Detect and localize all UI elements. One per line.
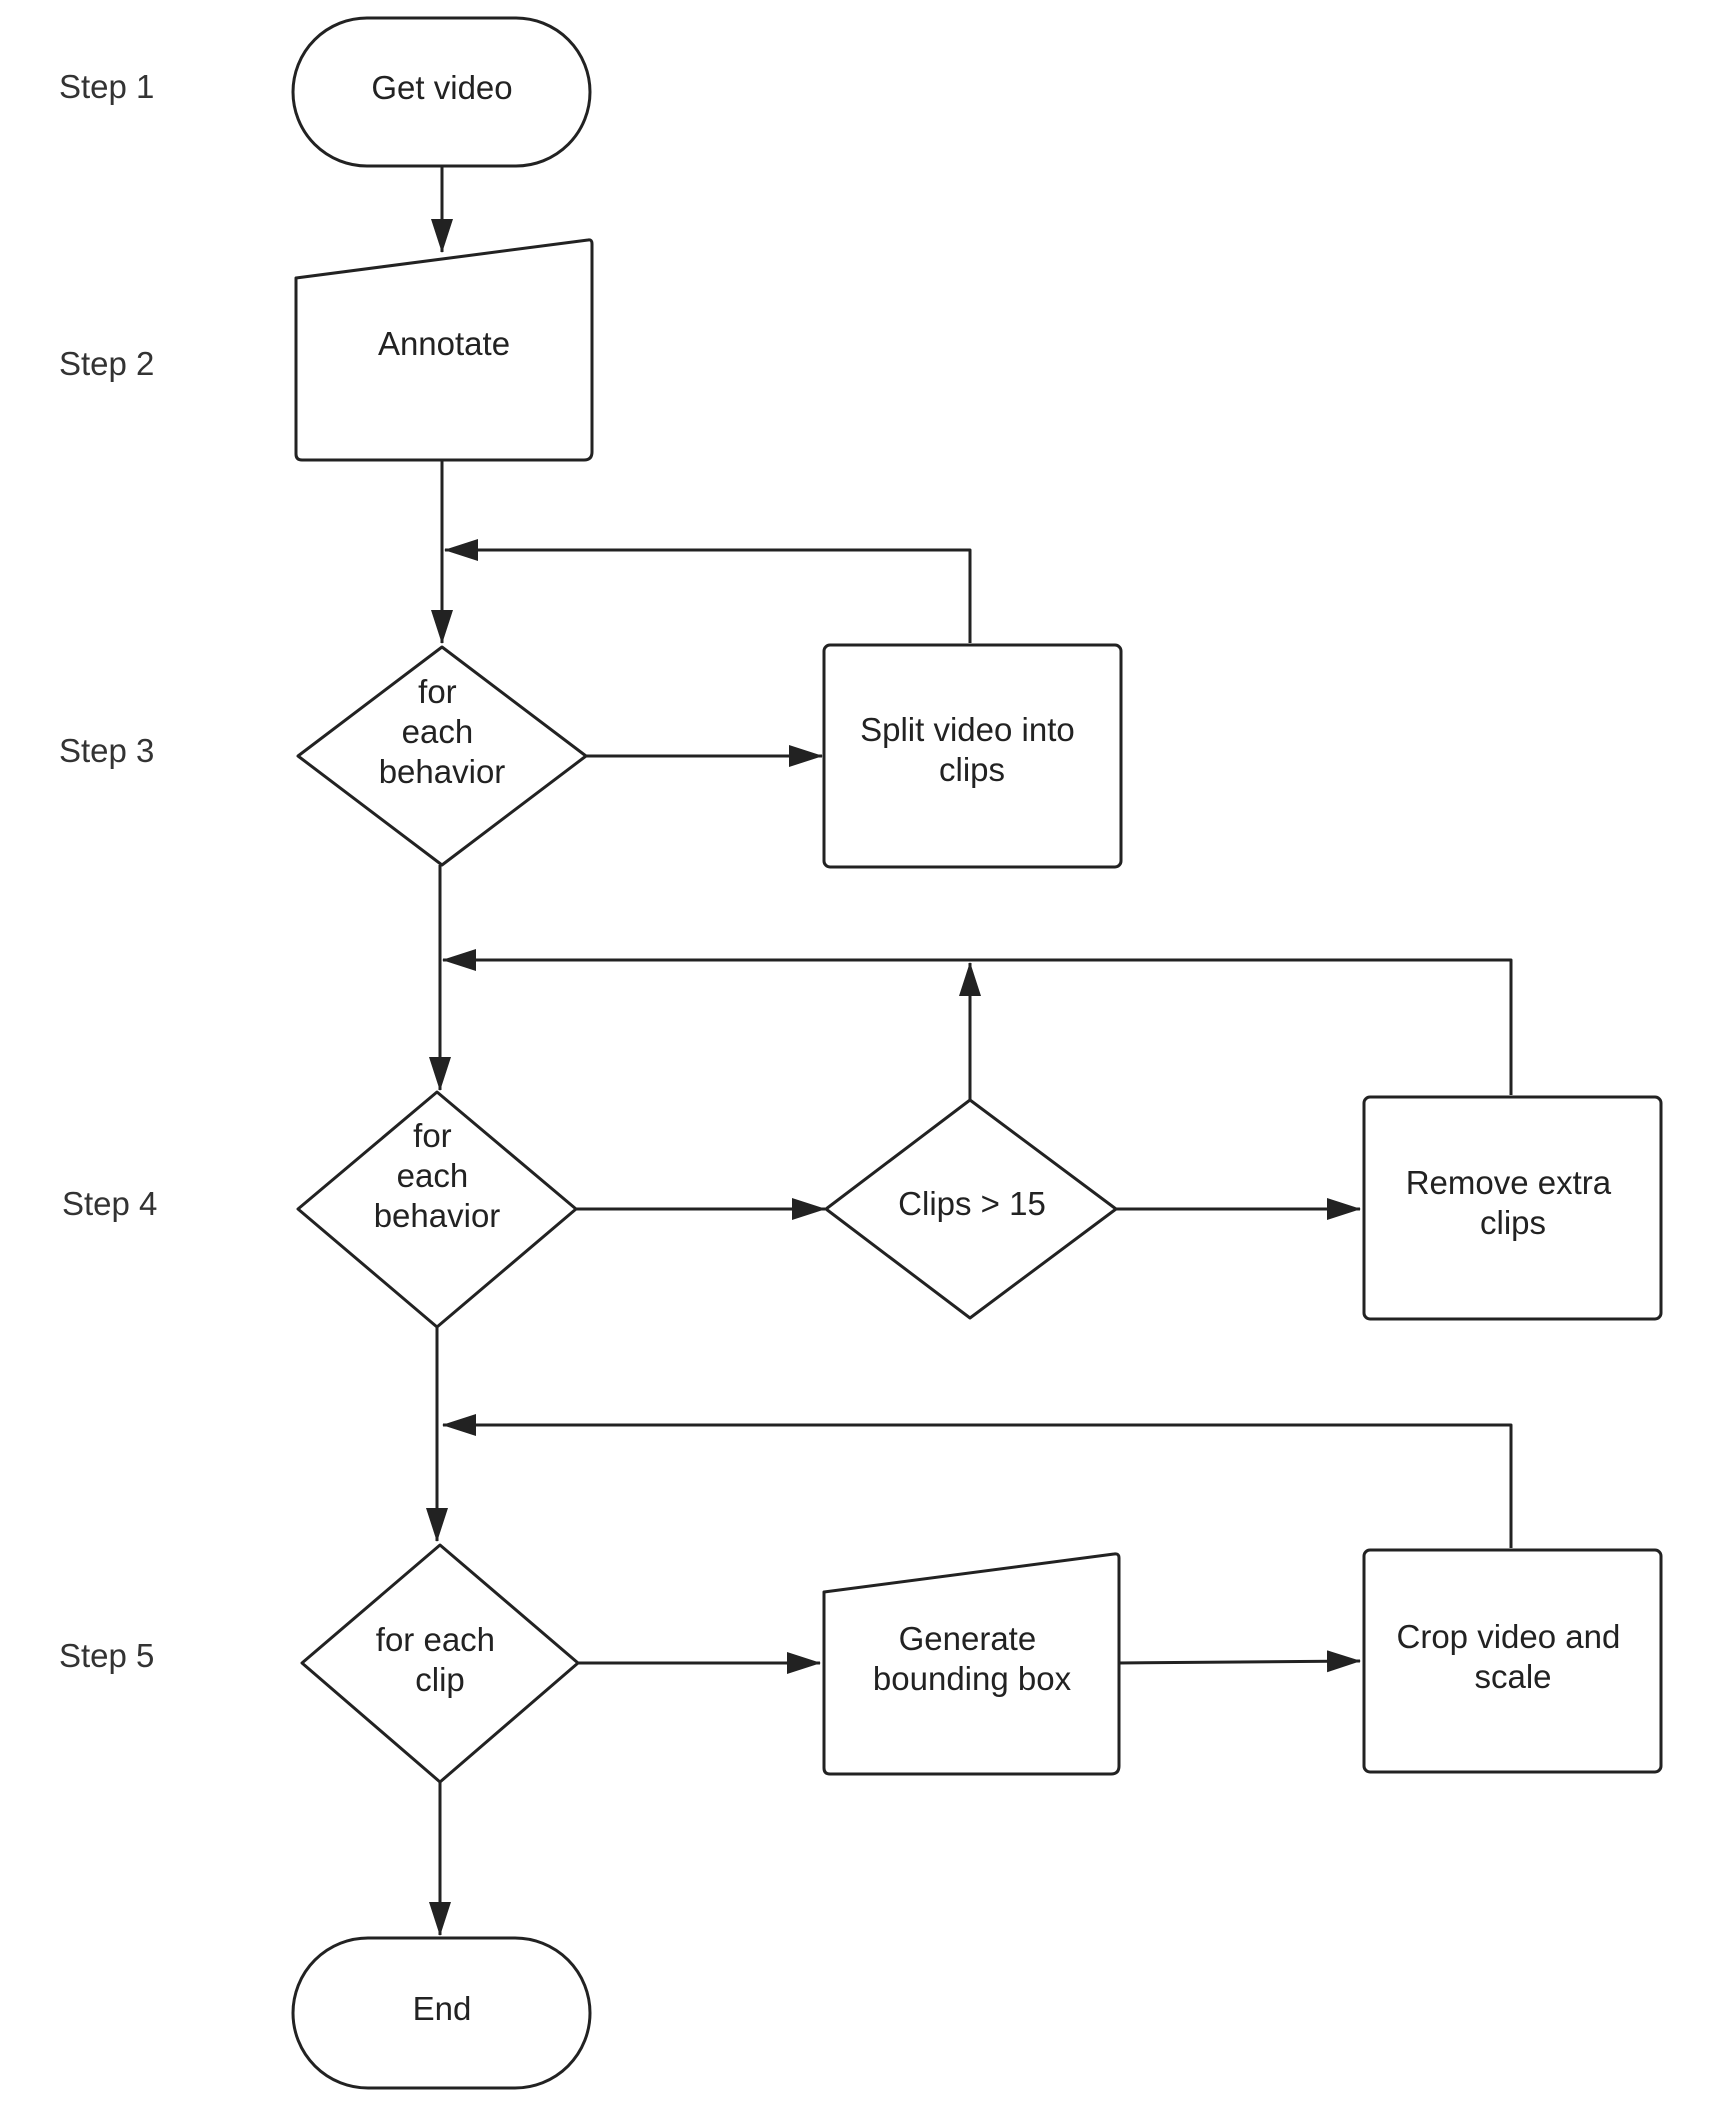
node-loop-clip-label: for each clip: [376, 1621, 504, 1698]
node-annotate-label: Annotate: [378, 325, 510, 362]
arrow-split-back-to-loop-1: [444, 539, 972, 643]
node-loop-behavior-1: for each behavior: [296, 645, 588, 867]
node-bounding-box: Generate bounding box: [822, 1552, 1121, 1776]
node-bounding-box-label: Generate bounding box: [873, 1620, 1072, 1697]
step-3-label: Step 3: [59, 732, 154, 769]
node-loop-clip: for each clip: [300, 1543, 580, 1784]
step-4-label: Step 4: [62, 1185, 157, 1222]
node-clips-check: Clips > 15: [824, 1098, 1118, 1320]
node-get-video: Get video: [291, 16, 592, 168]
node-loop-behavior-1-label: for each behavior: [379, 673, 506, 790]
step-2-label: Step 2: [59, 345, 154, 382]
node-get-video-label: Get video: [371, 69, 512, 106]
node-crop-video: Crop video and scale: [1362, 1548, 1663, 1774]
arrow-remove-back-to-loop-2: [442, 949, 1513, 1095]
node-clips-check-label: Clips > 15: [898, 1185, 1046, 1222]
connectors: [426, 166, 1513, 1936]
node-crop-video-label: Crop video and scale: [1397, 1618, 1630, 1695]
arrow-bounding-box-to-crop: [1117, 1650, 1361, 1673]
step-5-label: Step 5: [59, 1637, 154, 1674]
arrow-crop-back-to-loop-clip: [442, 1414, 1513, 1548]
node-split-video: Split video into clips: [822, 643, 1123, 869]
node-loop-behavior-2: for each behavior: [296, 1090, 578, 1329]
step-1-label: Step 1: [59, 68, 154, 105]
node-remove-clips-label: Remove extra clips: [1406, 1164, 1621, 1241]
node-loop-behavior-2-label: for each behavior: [374, 1117, 501, 1234]
node-remove-clips: Remove extra clips: [1362, 1095, 1663, 1321]
node-split-video-label: Split video into clips: [860, 711, 1084, 788]
node-end-label: End: [413, 1990, 472, 2027]
node-annotate: Annotate: [294, 238, 594, 462]
node-end: End: [291, 1936, 592, 2090]
